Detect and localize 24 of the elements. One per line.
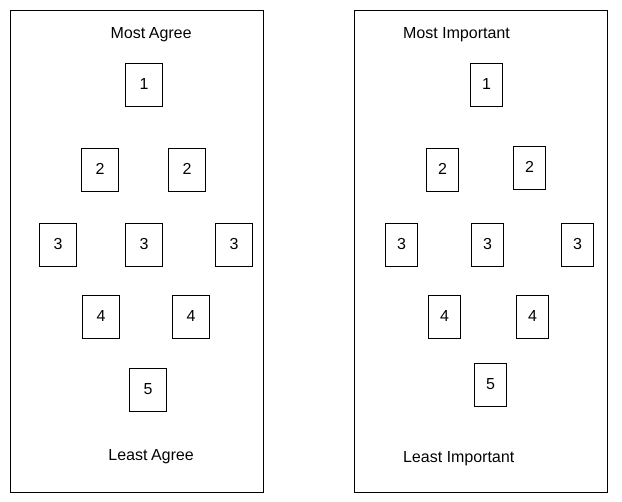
rank-card: 3 [385, 223, 418, 267]
ranking-panel [10, 10, 264, 493]
rank-card: 5 [129, 368, 167, 412]
top-heading: Most Agree [110, 25, 192, 43]
top-heading: Most Important [403, 25, 510, 43]
rank-card: 2 [513, 146, 546, 190]
bottom-heading: Least Important [403, 449, 514, 467]
rank-card: 3 [471, 223, 504, 267]
rank-card: 4 [172, 295, 210, 339]
rank-card: 2 [81, 148, 119, 192]
rank-card: 3 [215, 223, 253, 267]
rank-card: 2 [426, 148, 459, 192]
rank-card: 4 [516, 295, 549, 339]
rank-card: 3 [39, 223, 77, 267]
ranking-panel [354, 10, 608, 493]
rank-card: 1 [470, 63, 503, 107]
rank-card: 3 [561, 223, 594, 267]
rank-card: 1 [125, 63, 163, 107]
rank-card: 4 [82, 295, 120, 339]
rank-card: 2 [168, 148, 206, 192]
rank-card: 4 [428, 295, 461, 339]
rank-card: 5 [474, 363, 507, 407]
rank-card: 3 [125, 223, 163, 267]
bottom-heading: Least Agree [108, 447, 194, 465]
